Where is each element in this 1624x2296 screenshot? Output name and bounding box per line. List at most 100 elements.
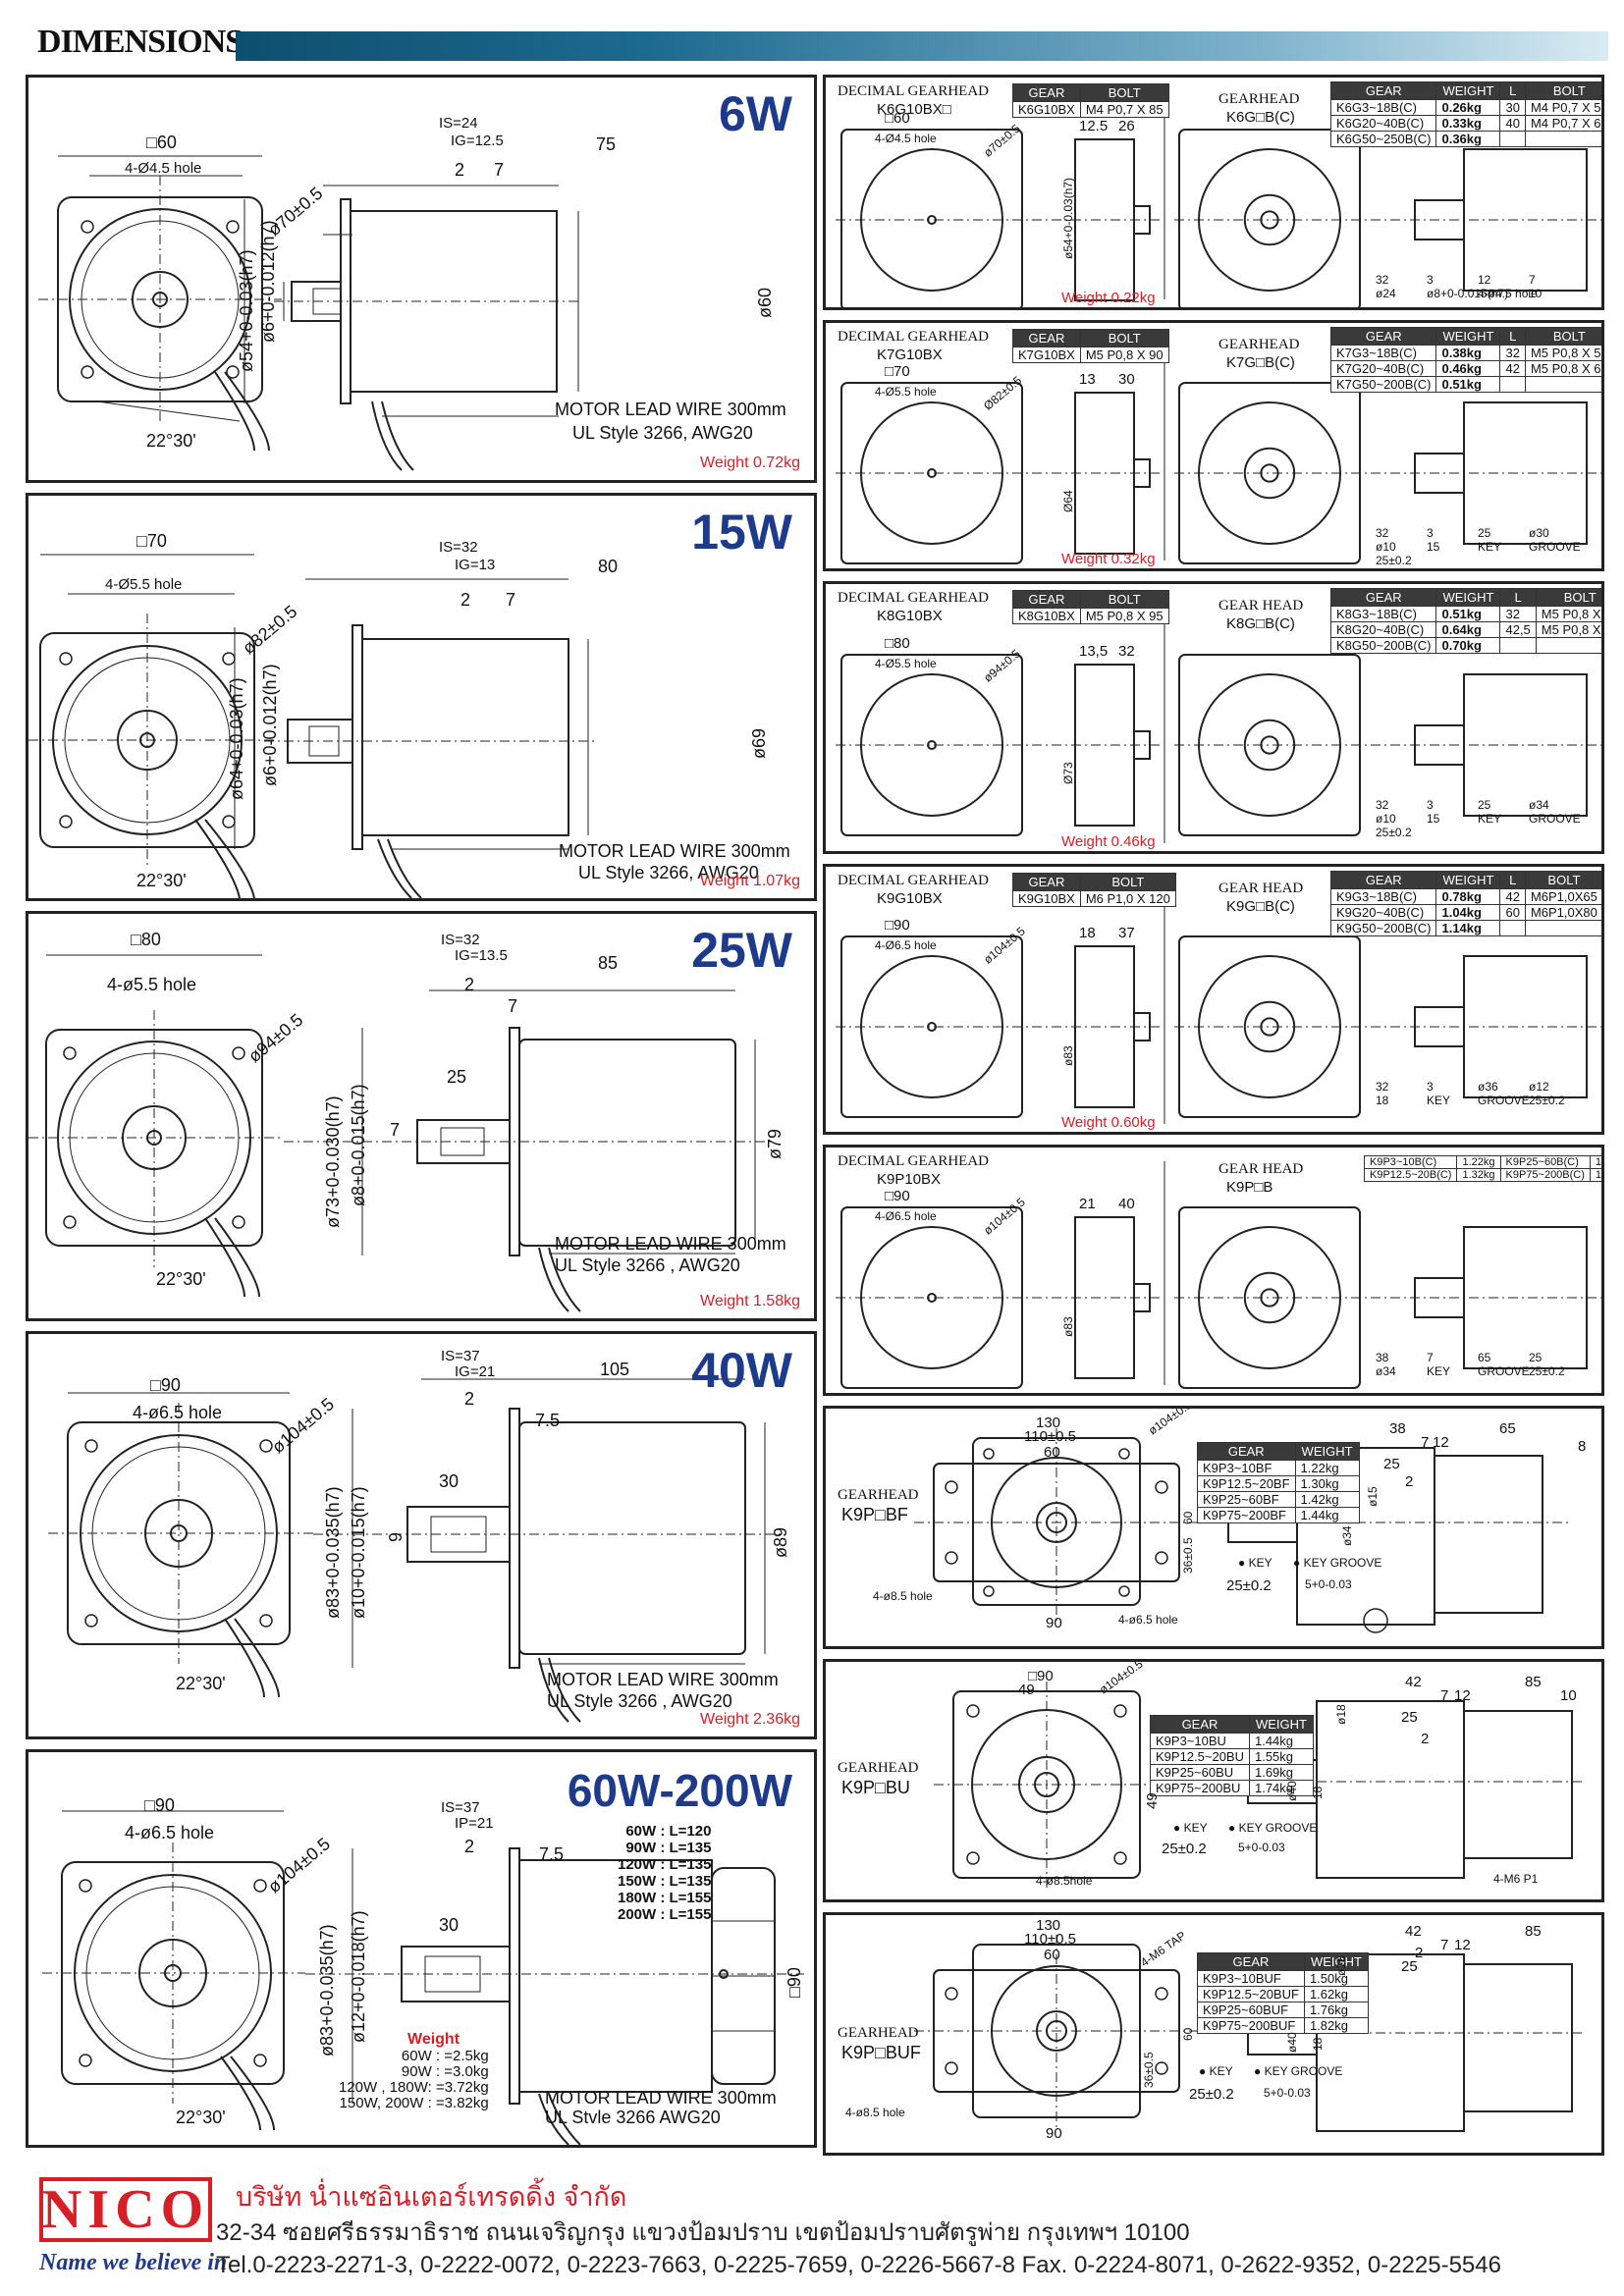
motor-60-200w-lead2: UL Stvle 3266 AWG20: [545, 2108, 721, 2127]
gearhead-5-dim-b: 40: [1118, 1196, 1135, 1212]
motor-40w-len: 105: [600, 1360, 630, 1379]
page-header: DIMENSIONS: [0, 0, 1624, 77]
bu-dim-2: 2: [1421, 1731, 1430, 1747]
bf-dim-15: ø15: [1366, 1486, 1380, 1507]
gearhead-1-extra-dim: 32: [1376, 273, 1389, 287]
length-180w: 180W : L=155: [618, 1890, 712, 1906]
gearhead-2-extra-dim: 32: [1376, 526, 1389, 540]
gearhead-1-extra-dim: 12: [1478, 273, 1491, 287]
motor-25w-shaft: ø8+0-0.015(h7): [349, 1084, 368, 1206]
motor-6w-body: ø60: [755, 287, 775, 318]
motor-15w-lead1: MOTOR LEAD WIRE 300mm: [559, 841, 790, 861]
gearhead-3-spigot: Ø73: [1061, 762, 1075, 784]
gearhead-4-extra-dim: 18: [1376, 1094, 1389, 1107]
motor-40w-shaft: ø10+0-0.015(h7): [349, 1486, 368, 1619]
motor-60-200w-title: 60W-200W: [567, 1765, 792, 1816]
gearhead-3-gh-label: GEAR HEAD: [1218, 598, 1304, 614]
gearhead-5-extra-dim: 7: [1427, 1351, 1434, 1364]
gearhead-5-gh-model: K9P□B: [1226, 1179, 1273, 1196]
motor-15w-len: 80: [598, 557, 619, 576]
motor-6w-square: □60: [146, 133, 177, 152]
bu-key-groove: ● KEY GROOVE: [1228, 1821, 1318, 1835]
gearhead-1-dim-b: 26: [1118, 118, 1135, 134]
gearhead-2-extra-dim: 25: [1478, 526, 1491, 540]
motor-60-200w-weight-label: Weight: [407, 2031, 460, 2048]
motor-panel-15w: 15W □70 4-Ø5.5 hole ø82±0.5 IS=32 IG=13 …: [26, 493, 817, 901]
gearhead-1-extra-dim: 10: [1529, 287, 1543, 300]
motor-25w-is: IS=32: [441, 932, 480, 948]
buf-dim-36: 36±0.5: [1142, 2052, 1156, 2088]
gearhead-2-gh-label: GEARHEAD: [1218, 337, 1300, 352]
motor-60-200w-lengths: 60W : L=120 90W : L=135 120W : L=135 150…: [618, 1823, 711, 1923]
gearhead-2-extra-dim: GROOVE: [1529, 540, 1581, 554]
bf-dim-38: 38: [1389, 1420, 1406, 1437]
buf-key-width: 5+0-0.03: [1264, 2086, 1311, 2100]
header-bar: [236, 31, 1608, 61]
gearhead-2-extra-dim: ø10: [1376, 540, 1396, 554]
gearhead-5-gh-table: K9P3~10B(C)1.22kgK9P25~60B(C)1.42kgK9P12…: [1363, 1155, 1601, 1182]
gearhead-2-dim-b: 30: [1118, 371, 1135, 388]
motor-40w-title: 40W: [691, 1343, 792, 1398]
company-logo: NICO: [39, 2177, 212, 2242]
gearhead-1-extra-dim: ø8+0-0.015(h7): [1427, 287, 1509, 300]
gearhead-4-dec-label: DECIMAL GEARHEAD: [838, 873, 990, 888]
gearhead-4-dec-model: K9G10BX: [877, 890, 943, 907]
gearhead-2-drawing: [836, 337, 1601, 564]
company-slogan: Name we believe in: [39, 2250, 228, 2275]
weight-150-200w: 150W, 200W : =3.82kg: [339, 2095, 489, 2111]
bu-key-len: 25±0.2: [1162, 1841, 1207, 1857]
motor-6w-weight: Weight 0.72kg: [700, 454, 800, 471]
buf-key-len: 25±0.2: [1189, 2086, 1234, 2103]
buf-dim-90: 90: [1046, 2125, 1062, 2142]
motor-40w-d1: 2: [464, 1389, 475, 1409]
motor-15w-spigot: ø64+0-0.03(h7): [227, 677, 246, 800]
company-phone: Tel.0-2223-2271-3, 0-2222-0072, 0-2223-7…: [216, 2252, 1501, 2278]
gearhead-4-spigot: ø83: [1061, 1045, 1075, 1066]
motor-40w-lead2: UL Style 3266 , AWG20: [547, 1691, 732, 1711]
gearhead-5-extra-dim: ø34: [1376, 1364, 1396, 1378]
gearhead-4-drawing: [836, 881, 1601, 1124]
bf-key-groove: ● KEY GROOVE: [1293, 1556, 1382, 1570]
length-200w: 200W : L=155: [618, 1906, 712, 1923]
gearhead-4-extra-dim: 25±0.2: [1529, 1094, 1565, 1107]
buf-dim-18b: ø18: [1334, 1955, 1348, 1976]
motor-40w-angle: 22°30': [176, 1674, 226, 1693]
gearhead-5-extra-dim: 25±0.2: [1529, 1364, 1565, 1378]
bf-dim-90: 90: [1046, 1615, 1062, 1631]
bf-key: ● KEY: [1238, 1556, 1272, 1570]
motor-25w-len: 85: [598, 953, 619, 973]
gearhead-3-extra-dim: 25: [1478, 798, 1491, 812]
motor-60-200w-body: □90: [785, 1967, 804, 1998]
bf-dim-12: 12: [1433, 1434, 1449, 1451]
motor-60-200w-d2: 7.5: [539, 1844, 565, 1864]
bu-dim-49: 49: [1018, 1682, 1035, 1698]
gearhead-1-weight: Weight 0.22kg: [1061, 290, 1156, 306]
gearhead-1-square: □60: [885, 110, 910, 127]
gearhead-4-dim-a: 18: [1079, 925, 1096, 941]
bu-dim-49b: 49: [1144, 1792, 1161, 1809]
gearhead-1-hole: 4-Ø4.5 hole: [875, 132, 937, 145]
motor-40w-weight: Weight 2.36kg: [700, 1711, 800, 1728]
bu-dim-7: 7: [1440, 1687, 1449, 1704]
motor-panel-6w: 6W □60 4-Ø4.5 hole ø70±0.5 IS=24 IG=12.5…: [26, 75, 817, 483]
motor-6w-d1: 2: [455, 160, 465, 180]
gearhead-5-dec-model: K9P10BX: [877, 1171, 942, 1188]
gearhead-2-dec-label: DECIMAL GEARHEAD: [838, 329, 990, 345]
gearhead-5-gh-label: GEAR HEAD: [1218, 1161, 1304, 1177]
motor-15w-lead2: UL Style 3266, AWG20: [578, 863, 759, 882]
bu-key: ● KEY: [1173, 1821, 1208, 1835]
buf-dim-40: ø40: [1285, 2032, 1299, 2053]
gearhead-4-weight: Weight 0.60kg: [1061, 1114, 1156, 1131]
motor-40w-d3: 30: [439, 1471, 460, 1491]
motor-60-200w-spigot: ø83+0-0.035(h7): [317, 1924, 337, 2056]
bf-dim-34: ø34: [1340, 1525, 1354, 1546]
page-footer: NICO Name we believe in บริษัท น่ำแซอินเ…: [0, 2160, 1624, 2296]
gearhead-2-square: □70: [885, 363, 910, 380]
